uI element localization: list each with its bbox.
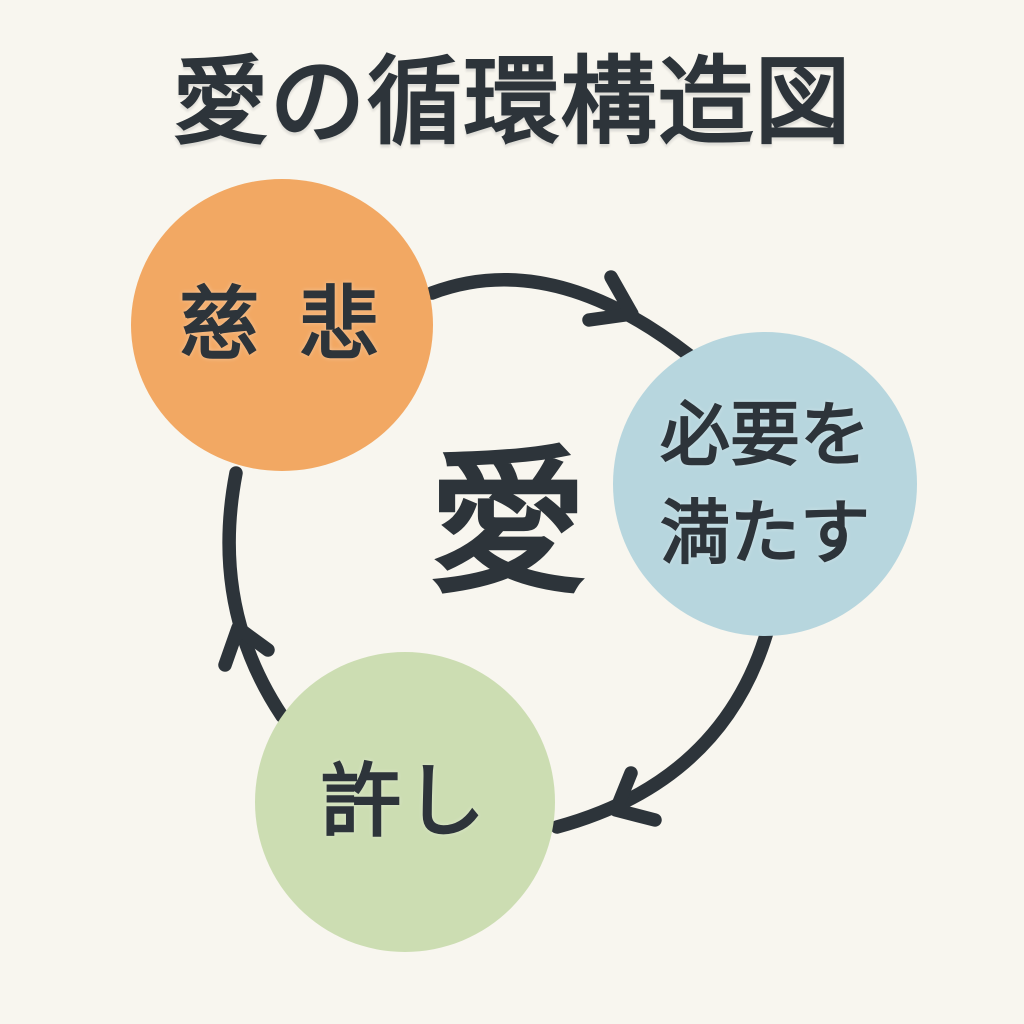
arrowhead-meet-needs-to-forgiveness bbox=[609, 766, 662, 827]
node-compassion: 慈 悲 bbox=[131, 179, 433, 471]
arrowhead-compassion-to-meet-needs bbox=[582, 270, 639, 327]
arrow-meet-needs-to-forgiveness bbox=[550, 625, 774, 834]
node-meet-needs: 必要を 満たす bbox=[613, 332, 917, 636]
node-meet-needs-label-line1: 必要を bbox=[660, 394, 870, 476]
diagram-title: 愛の循環構造図 bbox=[172, 46, 852, 158]
center-love-label: 愛 bbox=[429, 432, 587, 616]
node-forgiveness: 許し bbox=[255, 652, 555, 952]
node-meet-needs-label: 必要を 満たす bbox=[660, 386, 870, 582]
arrow-forgiveness-to-compassion bbox=[222, 466, 289, 723]
node-forgiveness-label: 許し bbox=[321, 755, 489, 848]
arrowhead-forgiveness-to-compassion bbox=[218, 621, 275, 672]
node-meet-needs-label-line2: 満たす bbox=[660, 492, 870, 574]
node-compassion-label: 慈 悲 bbox=[179, 278, 385, 371]
arrow-compassion-to-meet-needs bbox=[425, 273, 697, 363]
